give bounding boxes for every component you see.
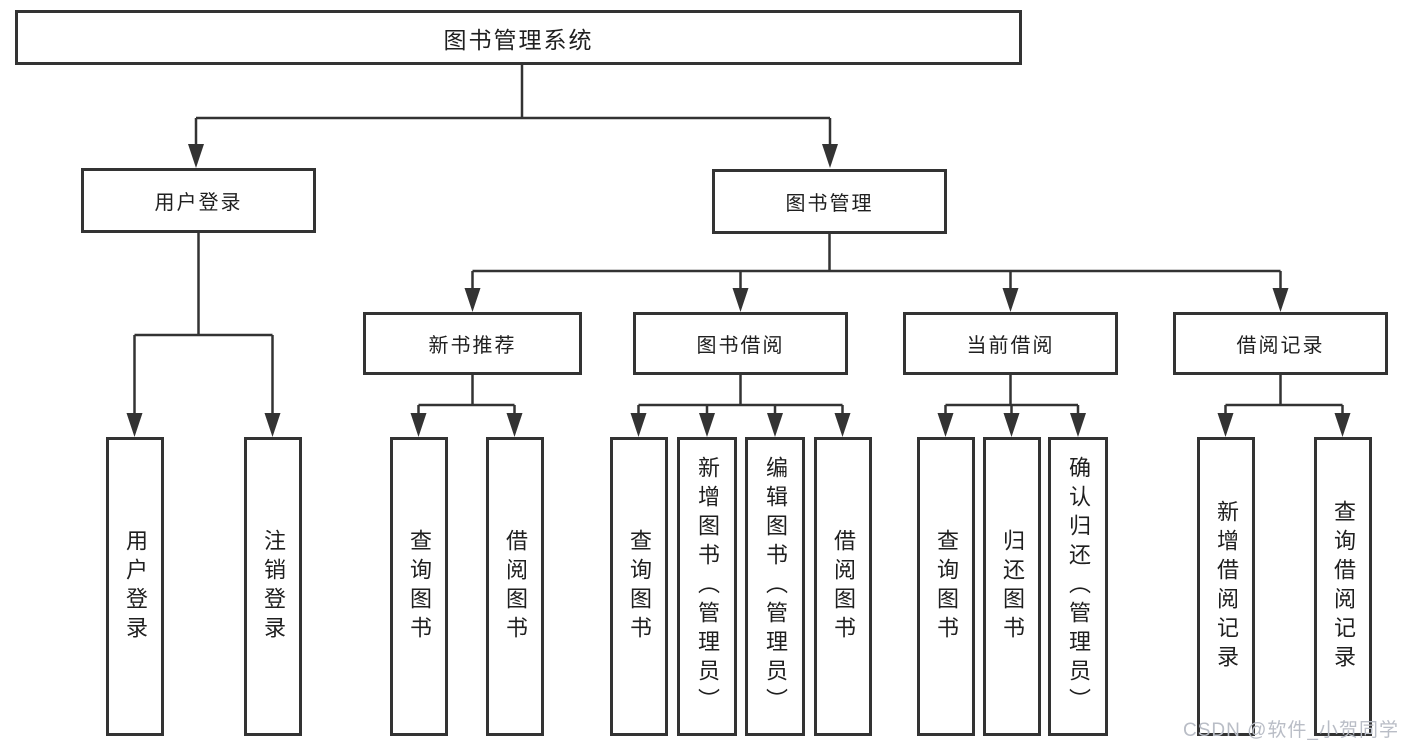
leaf-logout: 注销登录 <box>244 437 302 736</box>
node-current-borrow: 当前借阅 <box>903 312 1118 375</box>
leaf-query-borrow-record: 查询借阅记录 <box>1314 437 1372 736</box>
leaf-borrow-book-2: 借阅图书 <box>814 437 872 736</box>
leaf-query-book-2-label: 查询图书 <box>627 528 652 645</box>
node-root-system-label: 图书管理系统 <box>443 26 594 53</box>
leaf-query-book-3: 查询图书 <box>917 437 975 736</box>
node-book-borrow: 图书借阅 <box>633 312 848 375</box>
leaf-add-book-admin-label: 新增图书（管理员） <box>695 456 720 717</box>
node-current-borrow-label: 当前借阅 <box>966 335 1055 357</box>
node-new-book-recommend-label: 新书推荐 <box>428 335 517 357</box>
leaf-add-book-admin: 新增图书（管理员） <box>677 437 737 736</box>
node-user-login-label: 用户登录 <box>154 192 243 214</box>
node-book-management: 图书管理 <box>712 169 947 234</box>
leaf-return-book-label: 归还图书 <box>1000 528 1025 645</box>
node-book-management-label: 图书管理 <box>785 193 874 215</box>
node-borrow-record: 借阅记录 <box>1173 312 1388 375</box>
leaf-borrow-book-2-label: 借阅图书 <box>831 528 856 645</box>
node-root-system: 图书管理系统 <box>15 10 1022 65</box>
leaf-query-book-2: 查询图书 <box>610 437 668 736</box>
leaf-edit-book-admin: 编辑图书（管理员） <box>745 437 805 736</box>
leaf-user-login: 用户登录 <box>106 437 164 736</box>
node-new-book-recommend: 新书推荐 <box>363 312 582 375</box>
leaf-edit-book-admin-label: 编辑图书（管理员） <box>763 456 788 717</box>
leaf-query-book-3-label: 查询图书 <box>934 528 959 645</box>
node-book-borrow-label: 图书借阅 <box>696 335 785 357</box>
leaf-add-borrow-record: 新增借阅记录 <box>1197 437 1255 736</box>
watermark: CSDN @软件_小贺同学 <box>1183 720 1399 741</box>
node-borrow-record-label: 借阅记录 <box>1236 335 1325 357</box>
leaf-borrow-book-1-label: 借阅图书 <box>503 528 528 645</box>
leaf-logout-label: 注销登录 <box>261 528 286 645</box>
leaf-borrow-book-1: 借阅图书 <box>486 437 544 736</box>
leaf-return-book: 归还图书 <box>983 437 1041 736</box>
leaf-user-login-label: 用户登录 <box>123 528 148 645</box>
node-user-login: 用户登录 <box>81 168 316 233</box>
leaf-confirm-return-admin-label: 确认归还（管理员） <box>1066 456 1091 717</box>
leaf-query-book-1-label: 查询图书 <box>407 528 432 645</box>
leaf-query-borrow-record-label: 查询借阅记录 <box>1331 499 1356 674</box>
leaf-confirm-return-admin: 确认归还（管理员） <box>1048 437 1108 736</box>
leaf-query-book-1: 查询图书 <box>390 437 448 736</box>
leaf-add-borrow-record-label: 新增借阅记录 <box>1214 499 1239 674</box>
connector-arrows <box>126 118 1351 437</box>
